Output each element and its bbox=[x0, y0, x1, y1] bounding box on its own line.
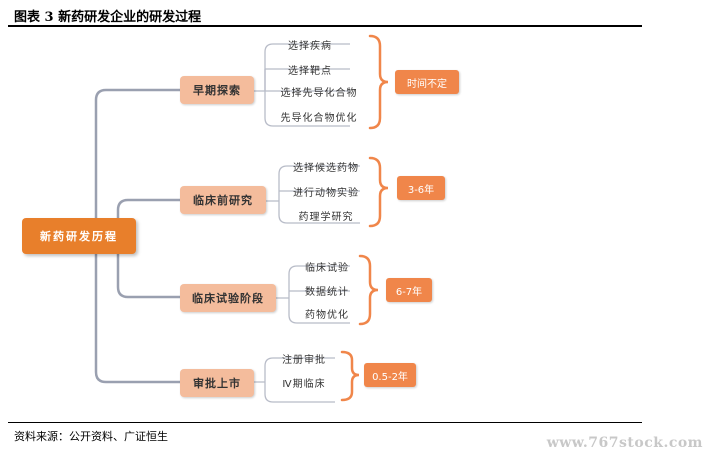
duration-badge-stage2: 3-6年 bbox=[397, 176, 445, 200]
root-to-stage3 bbox=[116, 252, 182, 299]
step-registration-approval: 注册审批 bbox=[282, 354, 326, 366]
step-data-statistics: 数据统计 bbox=[305, 286, 349, 298]
root-spine bbox=[94, 88, 182, 220]
step-drug-optimization: 药物优化 bbox=[305, 309, 349, 321]
stage1-curly-bracket bbox=[368, 34, 389, 130]
stage3-branches bbox=[276, 265, 350, 324]
root-to-stage2 bbox=[116, 198, 182, 220]
watermark-text: www.767stock.com bbox=[546, 435, 703, 451]
stage-early-exploration: 早期探索 bbox=[180, 76, 254, 104]
top-rule bbox=[8, 25, 642, 27]
root-spine-lower bbox=[94, 252, 182, 384]
stage4-curly-bracket bbox=[340, 350, 360, 402]
step-select-target: 选择靶点 bbox=[288, 65, 332, 77]
figure-title: 图表 3 新药研发企业的研发过程 bbox=[14, 10, 202, 25]
stage-approval-launch: 审批上市 bbox=[180, 369, 254, 397]
step-clinical-trial: 临床试验 bbox=[305, 262, 349, 274]
step-animal-experiment: 进行动物实验 bbox=[293, 187, 359, 199]
duration-badge-stage3: 6-7年 bbox=[386, 278, 432, 302]
stage4-branches bbox=[253, 357, 335, 403]
step-lead-optimization: 先导化合物优化 bbox=[280, 112, 358, 124]
step-select-candidate: 选择候选药物 bbox=[293, 162, 359, 174]
duration-badge-stage1: 时间不定 bbox=[395, 70, 459, 94]
stage3-curly-bracket bbox=[358, 254, 379, 326]
stage1-branches bbox=[253, 43, 350, 127]
source-note: 资料来源：公开资料、广证恒生 bbox=[14, 430, 168, 443]
stage2-branches bbox=[266, 165, 360, 224]
stage-clinical-trial: 临床试验阶段 bbox=[180, 284, 276, 312]
root-node: 新药研发历程 bbox=[22, 218, 136, 254]
step-pharmacology-study: 药理学研究 bbox=[298, 211, 354, 223]
bottom-rule bbox=[8, 422, 642, 423]
step-select-disease: 选择疾病 bbox=[288, 40, 332, 52]
duration-badge-stage4: 0.5-2年 bbox=[364, 363, 416, 387]
stage2-curly-bracket bbox=[368, 156, 389, 228]
stage-preclinical: 临床前研究 bbox=[180, 186, 266, 214]
step-phase-iv-clinical: Ⅳ期临床 bbox=[282, 378, 326, 390]
step-select-lead-compound: 选择先导化合物 bbox=[280, 87, 358, 99]
